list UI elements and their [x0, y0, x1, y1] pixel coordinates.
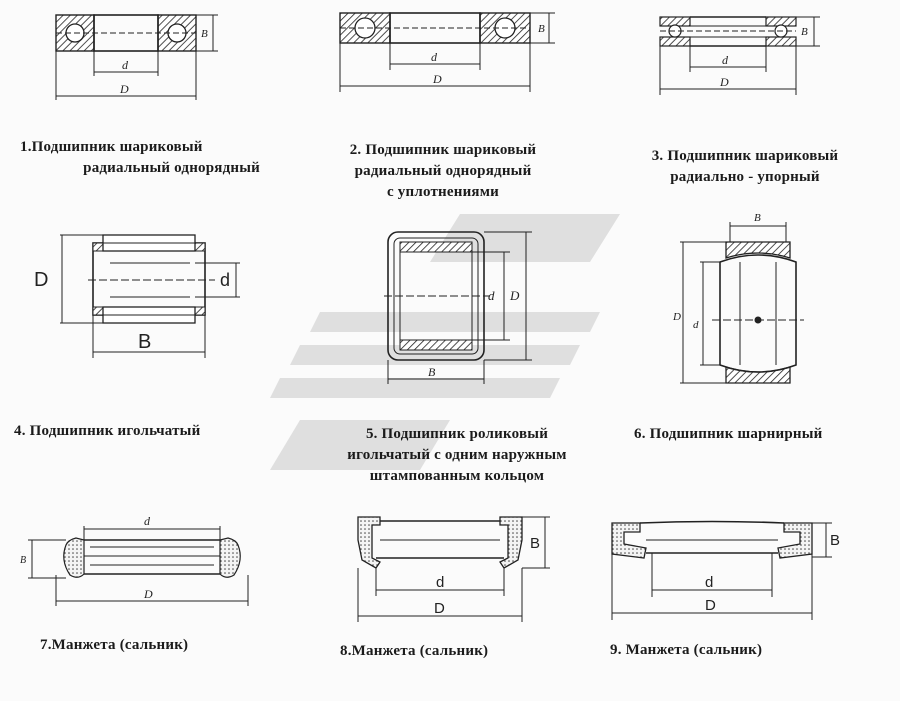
- drawing-seal-8: d D B: [357, 516, 550, 622]
- dim-label-D: D: [34, 269, 48, 291]
- caption-line: радиальный однорядный: [354, 163, 532, 179]
- dim-label-d: d: [693, 319, 699, 331]
- caption-4: 4. Подшипник игольчатый: [14, 421, 254, 442]
- dim-label-d: d: [431, 50, 438, 64]
- dim-label-B: B: [830, 532, 840, 549]
- dim-label-d: d: [488, 288, 495, 303]
- drawing-seal-7: d D B: [20, 514, 249, 606]
- dim-label-B: B: [754, 212, 761, 224]
- dim-label-D: D: [719, 75, 729, 89]
- caption-5: 5. Подшипник роликовый игольчатый с одни…: [312, 424, 602, 487]
- dim-label-d: d: [436, 574, 444, 591]
- drawing-bearing-5: d D B: [384, 231, 532, 384]
- caption-line: радиальный однорядный: [83, 160, 260, 176]
- dim-label-D: D: [143, 587, 153, 601]
- dim-label-B: B: [538, 23, 545, 35]
- caption-6: 6. Подшипник шарнирный: [634, 424, 874, 445]
- dim-label-D: D: [672, 311, 681, 323]
- dim-label-d: d: [220, 270, 230, 290]
- drawing-bearing-3: d D B: [659, 16, 820, 95]
- caption-2: 2. Подшипник шариковый радиальный одноря…: [318, 140, 568, 203]
- dim-label-d: d: [722, 53, 729, 67]
- caption-line: 1.Подшипник шариковый: [20, 139, 203, 155]
- dim-label-D: D: [434, 600, 445, 617]
- caption-line: 7.Манжета (сальник): [40, 637, 189, 653]
- dim-label-B: B: [530, 535, 540, 552]
- caption-line: 2. Подшипник шариковый: [349, 142, 537, 158]
- dim-label-D: D: [705, 597, 716, 614]
- caption-line: 5. Подшипник роликовый: [365, 426, 549, 442]
- dim-label-B: B: [20, 555, 26, 566]
- caption-line: штампованным кольцом: [369, 468, 545, 484]
- caption-9: 9. Манжета (сальник): [610, 640, 810, 661]
- drawing-bearing-4: D d B: [34, 234, 240, 358]
- drawing-seal-9: d D B: [611, 520, 840, 620]
- caption-line: 6. Подшипник шарнирный: [634, 426, 823, 442]
- caption-line: радиально - упорный: [670, 169, 820, 185]
- dim-label-d: d: [144, 514, 151, 528]
- dim-label-d: d: [122, 58, 129, 72]
- drawing-bearing-6: B D d: [672, 212, 804, 384]
- dim-label-D: D: [509, 288, 520, 303]
- caption-8: 8.Манжета (сальник): [340, 641, 540, 662]
- caption-line: с уплотнениями: [387, 184, 499, 200]
- dim-label-d: d: [705, 574, 713, 591]
- dim-label-D: D: [432, 72, 442, 86]
- dim-label-B: B: [138, 331, 151, 353]
- caption-line: 3. Подшипник шариковый: [651, 148, 839, 164]
- caption-1: 1.Подшипник шариковый радиальный одноряд…: [20, 137, 260, 179]
- caption-3: 3. Подшипник шариковый радиально - упорн…: [620, 146, 870, 188]
- caption-7: 7.Манжета (сальник): [40, 635, 240, 656]
- drawing-bearing-1: d D B: [55, 14, 218, 100]
- dim-label-D: D: [119, 82, 129, 96]
- drawing-bearing-2: d D B: [339, 12, 555, 92]
- dim-label-B: B: [201, 28, 208, 40]
- caption-line: 4. Подшипник игольчатый: [14, 423, 201, 439]
- caption-line: 8.Манжета (сальник): [340, 643, 489, 659]
- dim-label-B: B: [801, 26, 808, 38]
- dim-label-B: B: [428, 365, 436, 379]
- caption-line: 9. Манжета (сальник): [610, 642, 763, 658]
- caption-line: игольчатый с одним наружным: [347, 447, 567, 463]
